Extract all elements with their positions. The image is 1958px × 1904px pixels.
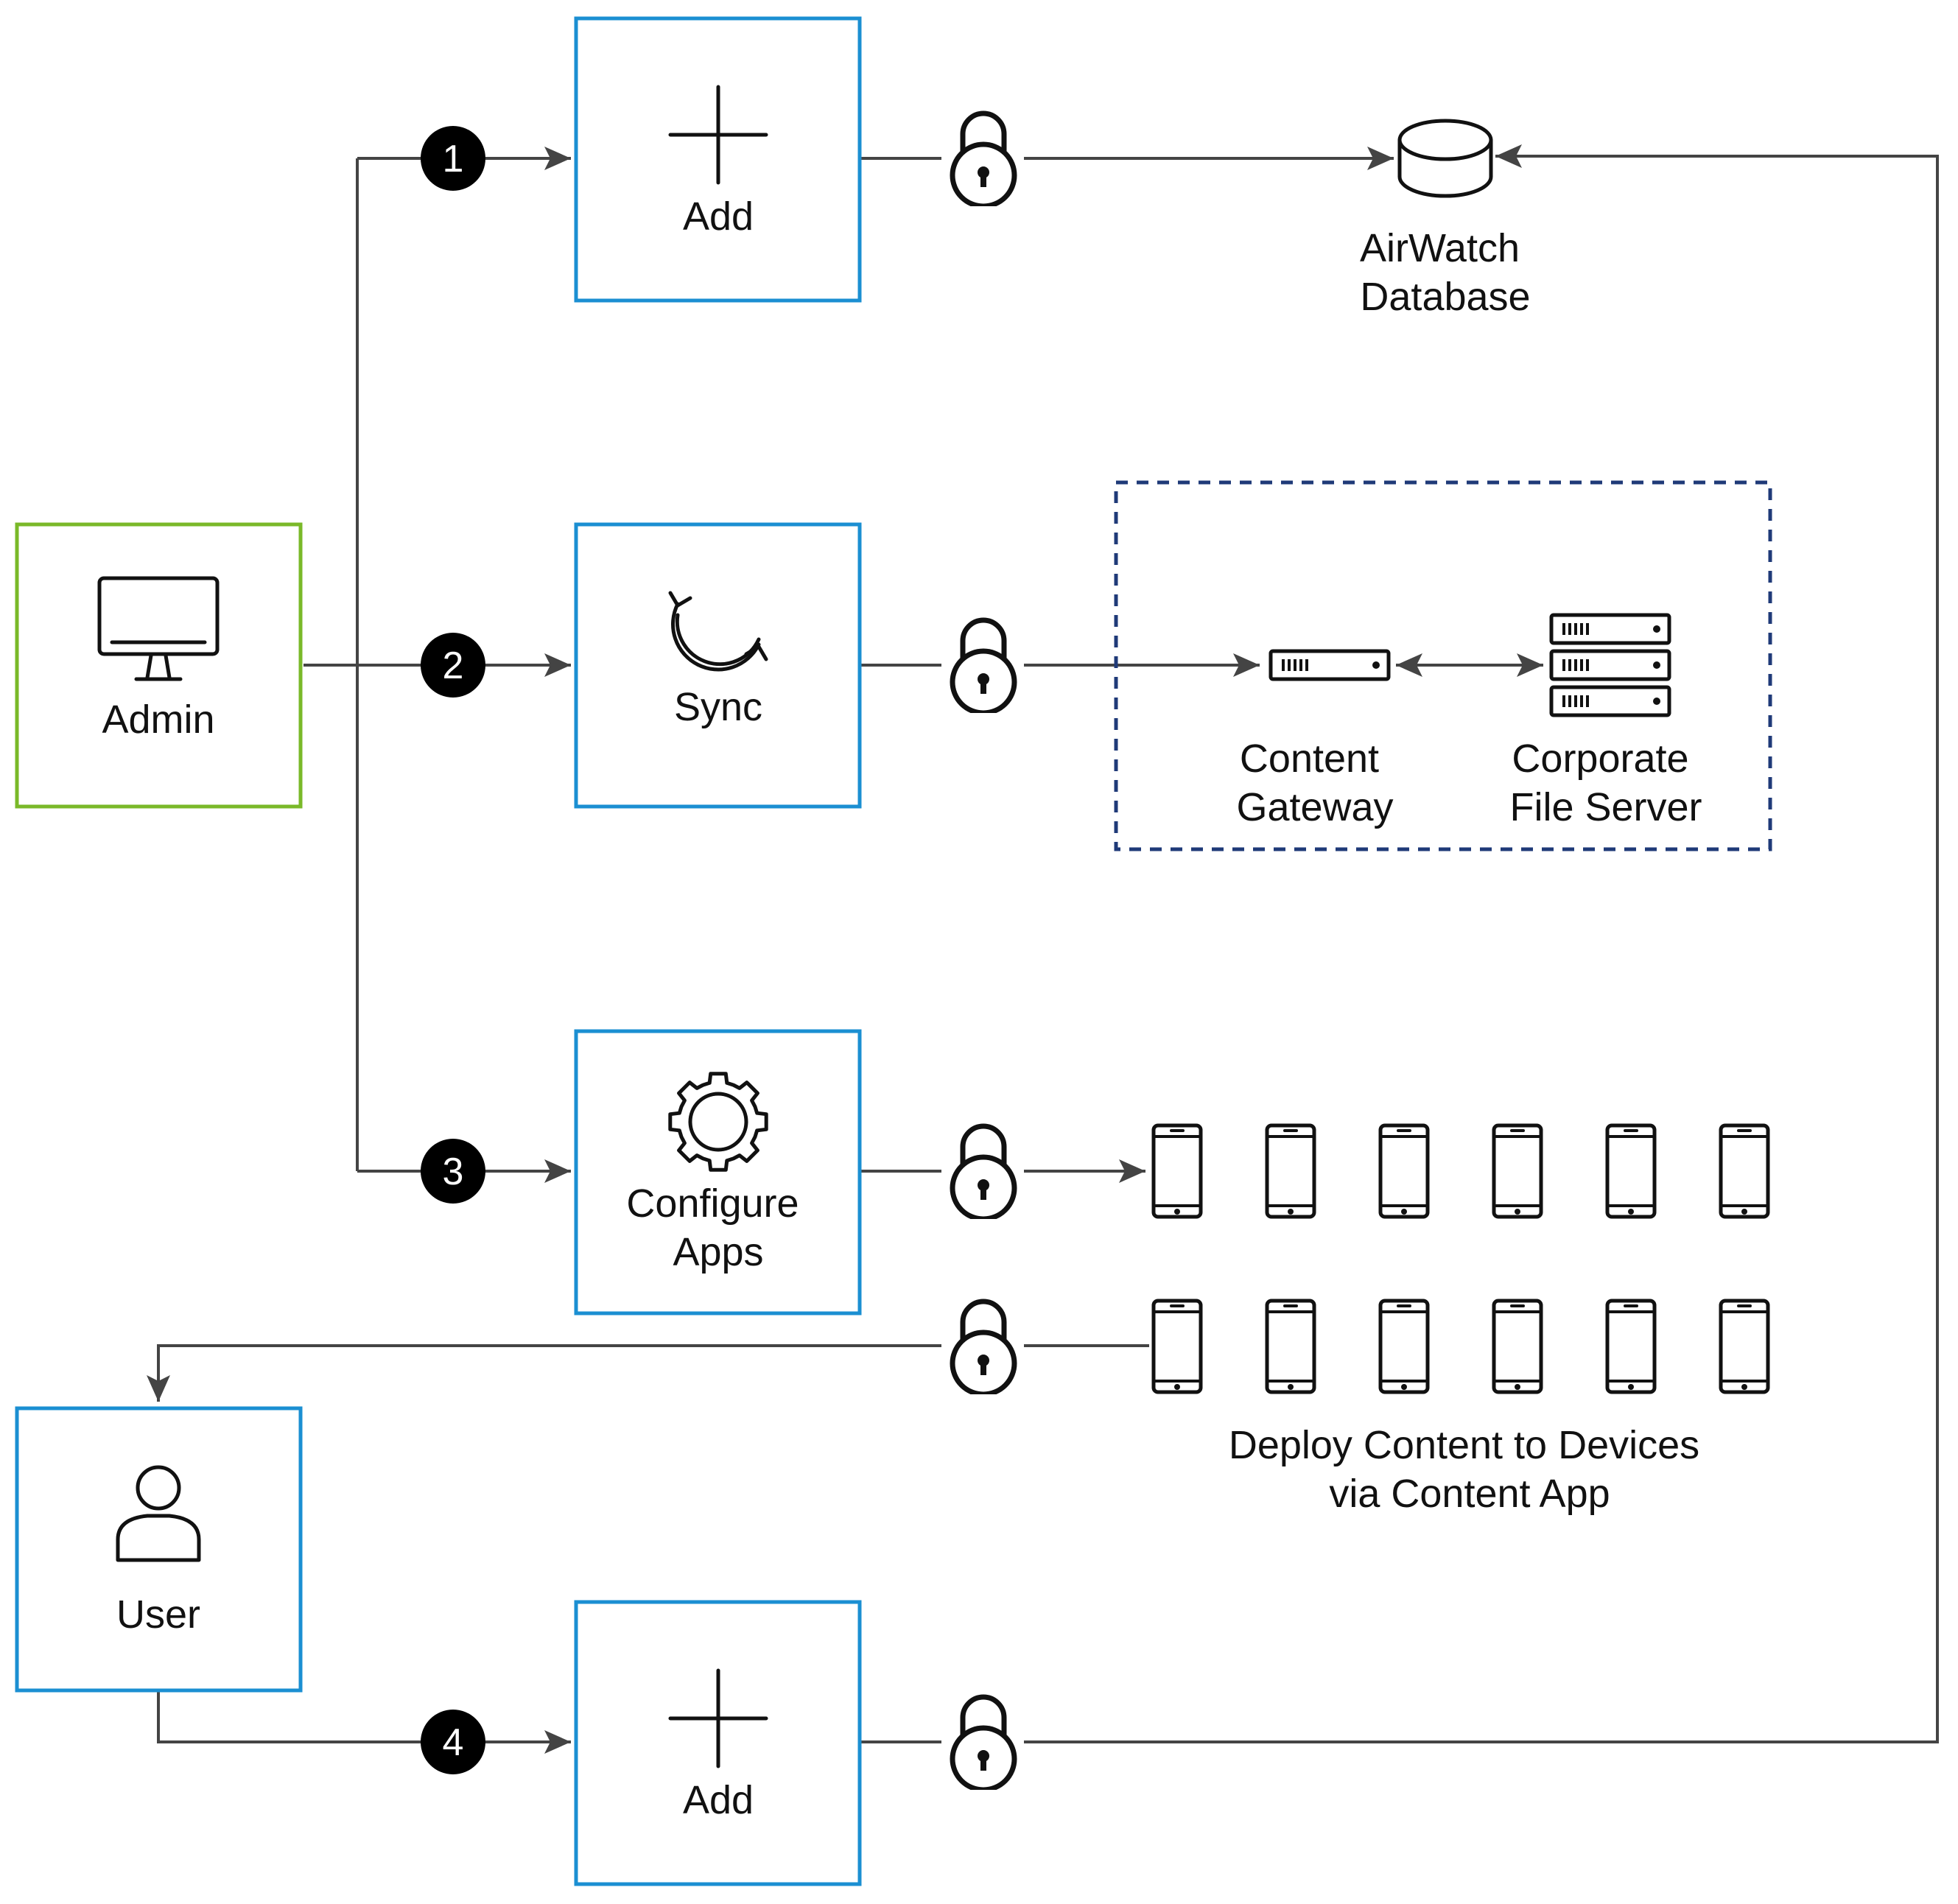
step-label-3: Configure Apps: [626, 1181, 810, 1274]
file-server-label-line: Corporate: [1512, 737, 1688, 781]
plus-icon: [668, 85, 768, 185]
database-label-line: Database: [1360, 275, 1530, 319]
step-label-4: Add: [683, 1778, 754, 1822]
phone-icon: [1380, 1301, 1428, 1392]
sync-icon: [668, 591, 768, 672]
phone-icon: [1721, 1125, 1768, 1217]
padlock-icon: [952, 113, 1014, 206]
step-badge-1: 1: [421, 126, 485, 191]
phone-icon: [1494, 1125, 1541, 1217]
file-server-label-line: File Server: [1509, 785, 1702, 829]
deploy-label-line: Deploy Content to Devices: [1229, 1423, 1699, 1467]
airwatch-database: AirWatch Database: [1360, 119, 1531, 319]
gateway-label: Content Gateway: [1236, 737, 1393, 829]
database-label: AirWatch Database: [1360, 226, 1531, 319]
step-label-line: Add: [683, 194, 754, 239]
padlock-icon: [952, 1301, 1014, 1394]
phone-icon: [1154, 1301, 1201, 1392]
server-stack-icon: [1551, 615, 1669, 715]
admin-node: Admin: [15, 522, 303, 809]
phone-icon: [1267, 1125, 1314, 1217]
plus-icon: [668, 1668, 768, 1768]
deploy-label: Deploy Content to Devices via Content Ap…: [1229, 1423, 1710, 1516]
device-grid: [1154, 1125, 1768, 1392]
step-badge-4: 4: [421, 1710, 485, 1774]
step-number: 1: [443, 138, 464, 180]
step-label-line: Configure: [626, 1181, 799, 1226]
user-label: User: [116, 1592, 200, 1637]
step-label-line: Apps: [673, 1230, 763, 1274]
deploy-label-line: via Content App: [1329, 1472, 1610, 1516]
step-box-2: Sync: [574, 522, 862, 809]
phone-icon: [1607, 1301, 1655, 1392]
corporate-file-server: Corporate File Server: [1509, 615, 1702, 829]
padlock-icon: [952, 620, 1014, 713]
padlock-icon: [952, 1126, 1014, 1219]
phone-icon: [1607, 1125, 1655, 1217]
phone-icon: [1494, 1301, 1541, 1392]
user-icon: [116, 1465, 201, 1562]
step-label-1: Add: [683, 194, 754, 239]
monitor-icon: [97, 576, 220, 681]
step-label-line: Sync: [674, 685, 762, 729]
admin-label: Admin: [102, 698, 214, 742]
content-gateway: Content Gateway: [1236, 651, 1394, 829]
step-label-2: Sync: [674, 685, 762, 729]
step-badge-2: 2: [421, 633, 485, 698]
server-icon: [1271, 651, 1389, 679]
connectors: [147, 144, 1939, 1754]
step-box-3: Configure Apps: [574, 1029, 862, 1315]
phone-icon: [1154, 1125, 1201, 1217]
database-icon: [1397, 119, 1493, 198]
step-number: 4: [443, 1721, 464, 1764]
padlock-icon: [952, 1697, 1014, 1790]
network-boundary: [1114, 480, 1772, 851]
phone-icon: [1267, 1301, 1314, 1392]
file-server-label: Corporate File Server: [1509, 737, 1702, 829]
step-number: 2: [443, 644, 464, 687]
user-node: User: [15, 1406, 303, 1693]
phone-icon: [1380, 1125, 1428, 1217]
step-label-line: Add: [683, 1778, 754, 1822]
database-label-line: AirWatch: [1360, 226, 1520, 270]
gateway-label-line: Gateway: [1236, 785, 1393, 829]
phone-icon: [1721, 1301, 1768, 1392]
step-badge-3: 3: [421, 1139, 485, 1204]
step-number: 3: [443, 1151, 464, 1193]
gear-icon: [668, 1072, 768, 1172]
gateway-label-line: Content: [1240, 737, 1379, 781]
step-box-4: Add: [574, 1600, 862, 1886]
step-box-1: Add: [574, 16, 862, 303]
